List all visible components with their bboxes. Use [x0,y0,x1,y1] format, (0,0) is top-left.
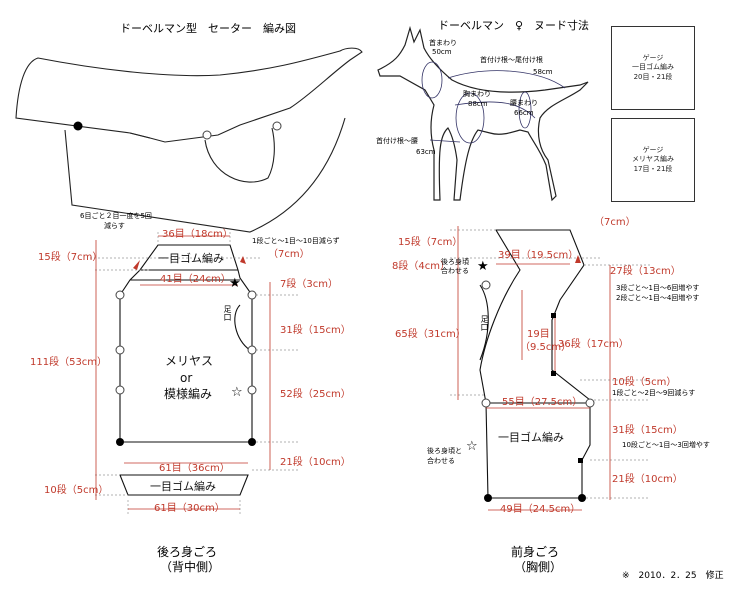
front-21-rows: 21段（10cm） [612,474,683,485]
front-increase-note-3: 10段ごと～1目～3回増やす [622,441,710,449]
back-61-stitches-a: 61目（36cm） [159,463,230,474]
front-increase-note-2: 2段ごと～1目～4回増やす [616,294,700,302]
front-36-rows: 36段（17cm） [558,339,629,350]
white-star-icon: ☆ [466,439,478,454]
front-piece-title: 前身ごろ [511,545,560,559]
back-decrease-note: 6目ごと２目一度を5回 [80,212,152,220]
back-body-label-3: 模様編み [164,387,213,401]
back-bottom-rib-label: 一目ゴム編み [150,480,216,493]
back-piece-title: 後ろ身ごろ [157,545,218,559]
sweater-title: ドーベルマン型 セーター 編み図 [120,22,296,35]
front-match-note-1: 後ろ身頃 [441,258,469,266]
back-7-rows: 7段（3cm） [280,279,338,290]
front-49-stitches: 49目（24.5cm） [500,504,581,515]
back-31-rows: 31段（15cm） [280,325,351,336]
dog-neck-leg-label: 首付け根～腰 [376,137,418,145]
front-piece-subtitle: （胸側） [514,560,563,574]
back-leg-opening: 足口 [223,305,232,321]
dog-silhouette [377,25,589,202]
front-65-rows: 65段（31cm） [395,329,466,340]
front-rib-label: 一目ゴム編み [498,431,564,444]
back-41-stitches: 41目（24cm） [160,274,231,285]
back-piece-subtitle: （背中側） [160,560,221,574]
measure-title: ドーベルマン ♀ ヌード寸法 [438,19,590,32]
dog-back-value: 58cm [533,68,553,76]
front-19-stitches: 19目 [527,329,550,340]
marker-dot [73,121,83,131]
front-match-note-2: 後ろ身頃と [427,447,462,455]
front-increase-note-1: 3段ごと～1目～6回増やす [616,284,700,292]
black-star-icon: ★ [229,276,241,291]
white-star-icon: ☆ [231,385,243,400]
back-body-label-1: メリヤス [165,354,214,368]
front-15-rows: 15段（7cm） [398,237,463,248]
back-decrease-note-2: 減らす [104,222,125,230]
back-rib-label: 一目ゴム編み [158,252,224,265]
back-111-rows: 111段（53cm） [30,357,108,368]
sweater-outline [15,47,363,143]
back-neck-decrease-note: 1段ごと～1目～10目減らず [252,237,340,245]
dog-neck-value: 50cm [432,48,452,56]
dog-chest-label: 胸まわり [463,90,491,98]
back-body-label-2: or [180,371,193,385]
front-55-stitches: 55目（27.5cm） [502,397,583,408]
front-match-note-2b: 合わせる [427,457,455,465]
back-61-stitches-b: 61目（30cm） [154,503,225,514]
dog-back-label: 首付け根～尾付け根 [480,56,543,64]
back-52-rows: 52段（25cm） [280,389,351,400]
dog-waist-value: 66cm [514,109,534,117]
front-8-rows: 8段（4cm） [392,261,450,272]
dog-neck-leg-value: 63cm [416,148,436,156]
revision-note: ※ 2010．2．25 修正 [622,571,724,581]
front-decrease-note: 1段ごと～2目～9回減らす [612,389,696,397]
back-top-stitches: 36目（18cm） [162,229,233,240]
front-7cm: （7cm） [594,217,636,228]
front-27-rows: 27段（13cm） [610,266,681,277]
front-31-rows: 31段（15cm） [612,425,683,436]
dog-waist-label: 腰まわり [510,99,538,107]
back-neck-cm: （7cm） [268,249,310,260]
back-15-rows: 15段（7cm） [38,252,103,263]
front-leg-opening: 足口 [480,315,489,331]
front-19-stitches-cm: （9.5cm） [520,342,572,353]
black-star-icon: ★ [477,259,489,274]
front-10-rows: 10段（5cm） [612,377,677,388]
dog-neck-label: 首まわり [429,39,457,47]
dog-chest-value: 88cm [468,100,488,108]
back-21-rows: 21段（10cm） [280,457,351,468]
front-39-stitches: 39目（19.5cm） [498,250,579,261]
back-10-rows: 10段（5cm） [44,485,109,496]
front-piece-outline [479,229,591,499]
front-match-note-1b: 合わせる [441,267,469,275]
